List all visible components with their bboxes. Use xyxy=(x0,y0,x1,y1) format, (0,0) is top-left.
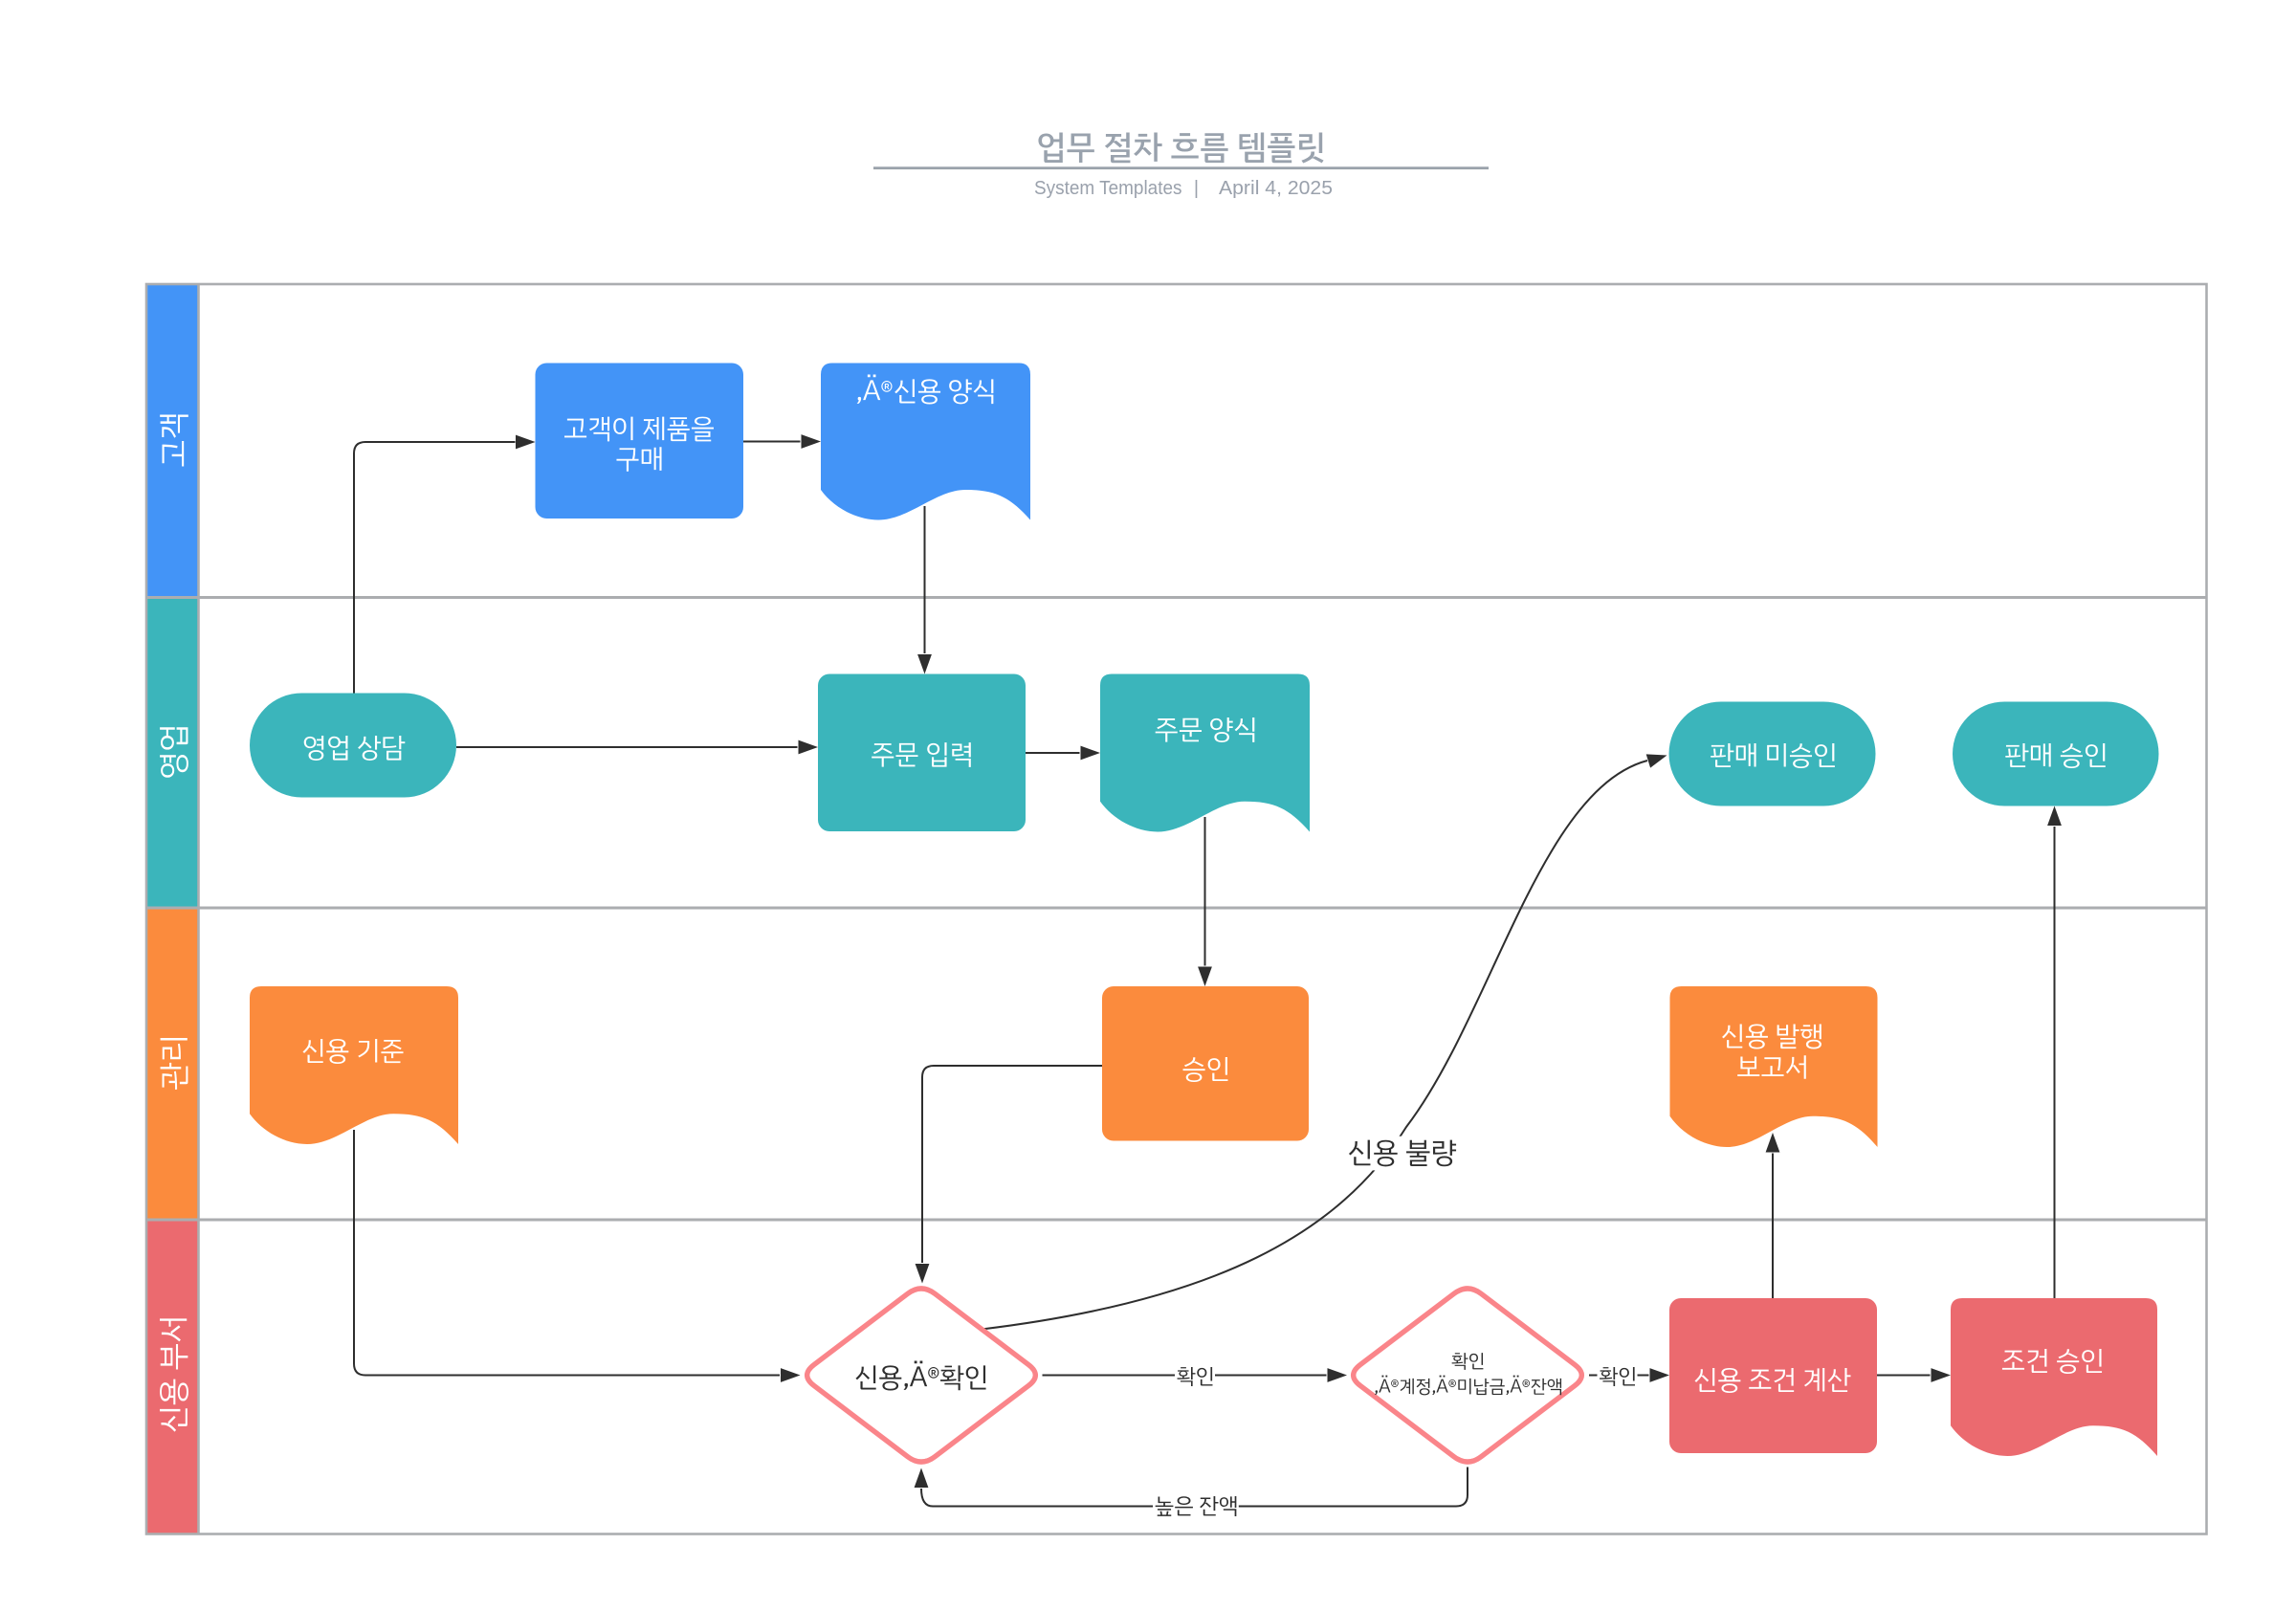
svg-text:System Templates: System Templates xyxy=(1034,178,1182,199)
svg-text:|: | xyxy=(1194,178,1199,199)
svg-text:April 4, 2025: April 4, 2025 xyxy=(1219,178,1333,199)
